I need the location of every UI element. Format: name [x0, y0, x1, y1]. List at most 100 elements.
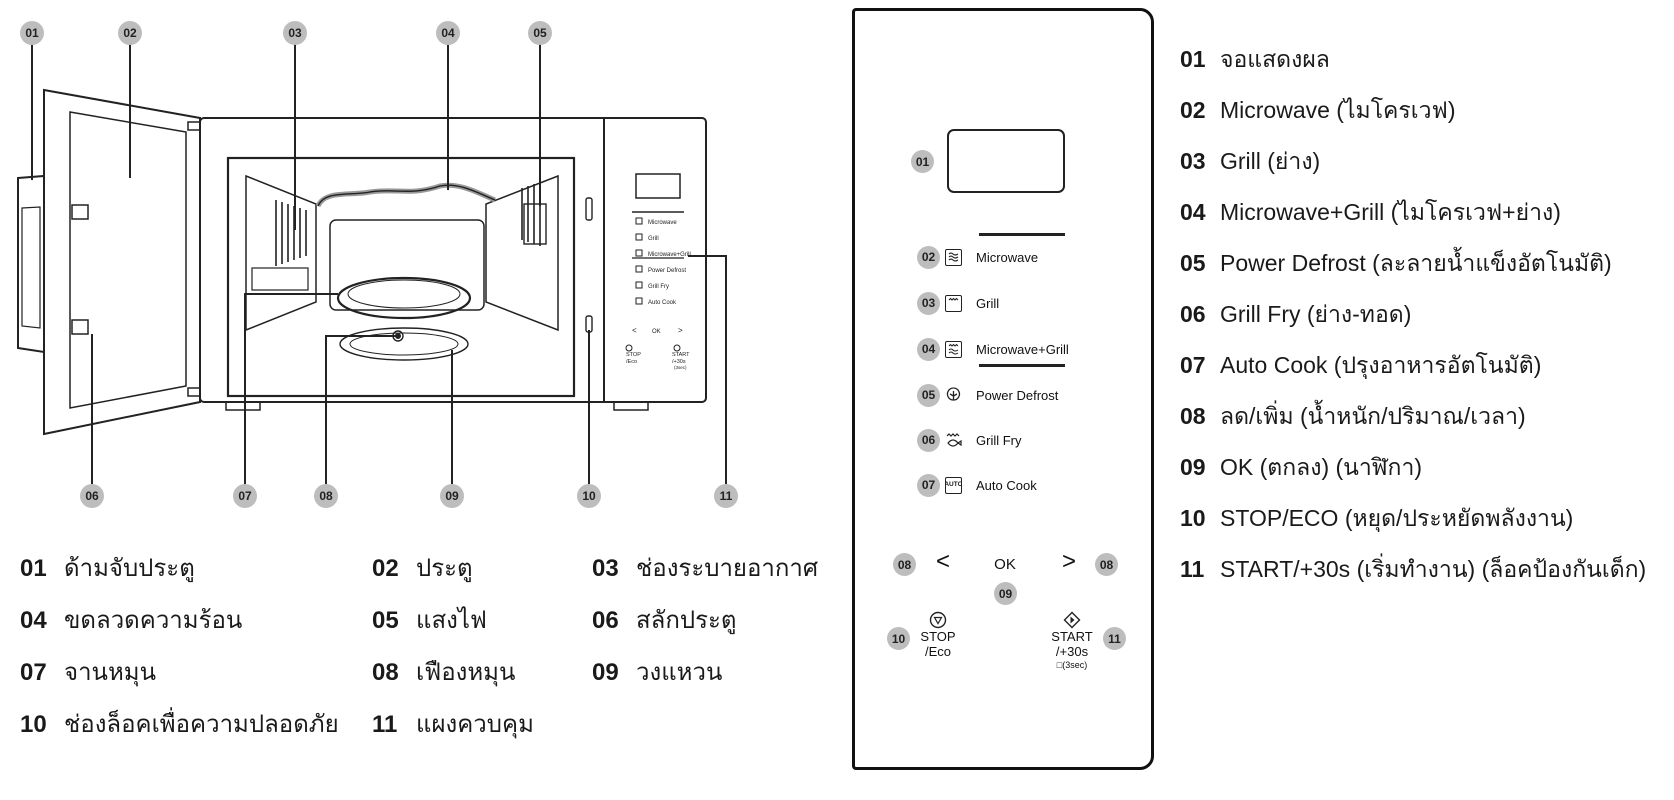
- controls-label: Power Defrost (ละลายน้ำแข็งอัตโนมัติ): [1220, 250, 1612, 276]
- ok-button[interactable]: OK: [994, 556, 1016, 573]
- button-label: Auto Cook: [976, 477, 1037, 493]
- eco-label: /Eco: [924, 644, 951, 659]
- mini-label-plus30: /+30s: [672, 359, 686, 365]
- controls-item: 03 Grill (ย่าง): [1180, 144, 1320, 180]
- microwave-waves-icon: [945, 248, 962, 266]
- button-badge: 05: [917, 383, 940, 407]
- display-screen: [947, 129, 1065, 193]
- panel-button-grill[interactable]: 03 Grill: [917, 291, 999, 315]
- legend-number: 10: [20, 711, 47, 738]
- controls-label: Microwave+Grill (ไมโครเวฟ+ย่าง): [1220, 199, 1561, 225]
- auto-cook-icon: AUTO: [945, 476, 962, 494]
- legend-item: 01 ด้ามจับประตู: [20, 548, 195, 587]
- control-panel: 01 02 Microwave 03 Grill 04 Microwave+Gr…: [852, 8, 1154, 770]
- controls-label: START/+30s (เริ่มทำงาน) (ล็อคป้องกันเด็ก…: [1220, 556, 1647, 582]
- legend-number: 08: [372, 659, 399, 686]
- microwave-grill-icon: [945, 340, 962, 358]
- legend-label: แผงควบคุม: [416, 711, 534, 738]
- callout-10: 10: [577, 484, 601, 508]
- start-label: START: [1051, 629, 1093, 644]
- button-badge: 06: [917, 428, 940, 452]
- controls-item: 10 STOP/ECO (หยุด/ประหยัดพลังงาน): [1180, 501, 1573, 537]
- controls-number: 07: [1180, 352, 1206, 378]
- controls-number: 10: [1180, 505, 1206, 531]
- leader-lines: [31, 44, 727, 484]
- callout-05: 05: [528, 21, 552, 45]
- panel-button-auto-cook[interactable]: 07 AUTO Auto Cook: [917, 473, 1037, 497]
- ok-badge: 09: [994, 582, 1017, 605]
- callout-11: 11: [714, 484, 738, 508]
- legend-label: ขดลวดความร้อน: [64, 607, 243, 634]
- callout-02: 02: [118, 21, 142, 45]
- legend-number: 01: [20, 555, 47, 582]
- grill-fry-icon: [945, 432, 962, 449]
- button-badge: 03: [917, 291, 940, 315]
- mini-label-start: START: [672, 352, 690, 358]
- controls-label: STOP/ECO (หยุด/ประหยัดพลังงาน): [1220, 505, 1574, 531]
- callout-06: 06: [80, 484, 104, 508]
- panel-button-microwave-grill[interactable]: 04 Microwave+Grill: [917, 337, 1069, 361]
- legend-item: 02 ประตู: [372, 548, 473, 587]
- plus30-label: /+30s: [1055, 644, 1089, 659]
- legend-number: 02: [372, 555, 399, 582]
- mini-label-stop: STOP: [626, 352, 641, 358]
- mini-label-auto-cook: Auto Cook: [648, 300, 677, 306]
- controls-number: 08: [1180, 403, 1206, 429]
- legend-item: 05 แสงไฟ: [372, 600, 487, 639]
- button-label: Grill Fry: [976, 432, 1022, 448]
- panel-button-grill-fry[interactable]: 06 Grill Fry: [917, 428, 1022, 452]
- panel-button-power-defrost[interactable]: 05 Power Defrost: [917, 383, 1058, 407]
- controls-number: 01: [1180, 46, 1206, 72]
- mini-label-eco: /Eco: [626, 359, 637, 365]
- nav-badge-right: 08: [1095, 553, 1118, 576]
- stop-badge: 10: [887, 627, 910, 650]
- mini-label-microwave: Microwave: [648, 220, 677, 226]
- controls-number: 03: [1180, 148, 1206, 174]
- start-badge: 11: [1103, 627, 1126, 650]
- stop-icon: [913, 611, 963, 629]
- door-drawing: [17, 88, 201, 436]
- callout-08: 08: [314, 484, 338, 508]
- button-badge: 02: [917, 245, 940, 269]
- start-button[interactable]: START /+30s □(3sec): [1047, 611, 1097, 671]
- lock-icon: □: [1056, 660, 1063, 670]
- controls-label: Microwave (ไมโครเวฟ): [1220, 97, 1456, 123]
- callout-07: 07: [233, 484, 257, 508]
- legend-label: แสงไฟ: [416, 607, 487, 634]
- mini-label-microwave-grill: Microwave+Grill: [648, 252, 691, 258]
- mini-label-grill-fry: Grill Fry: [648, 284, 669, 290]
- stop-eco-button[interactable]: STOP /Eco: [913, 611, 963, 659]
- legend-label: ด้ามจับประตู: [64, 555, 195, 582]
- mini-label-left-arrow: <: [632, 326, 637, 335]
- legend-number: 03: [592, 555, 619, 582]
- start-icon: [1047, 611, 1097, 629]
- button-label: Power Defrost: [976, 387, 1059, 403]
- legend-label: สลักประตู: [636, 607, 737, 634]
- legend-number: 05: [372, 607, 399, 634]
- microwave-diagram: Microwave Grill Microwave+Grill Power De…: [17, 44, 727, 484]
- nav-badge-left: 08: [893, 553, 916, 576]
- legend-label: ประตู: [416, 555, 473, 582]
- button-label: Microwave+Grill: [976, 341, 1069, 357]
- controls-number: 09: [1180, 454, 1206, 480]
- legend-number: 06: [592, 607, 619, 634]
- mini-label-ok: OK: [652, 329, 661, 335]
- left-arrow-button[interactable]: <: [935, 548, 950, 575]
- panel-button-microwave[interactable]: 02 Microwave: [917, 245, 1038, 269]
- button-label: Microwave: [976, 249, 1039, 265]
- controls-label: ลด/เพิ่ม (น้ำหนัก/ปริมาณ/เวลา): [1220, 403, 1526, 429]
- right-arrow-button[interactable]: >: [1061, 548, 1076, 575]
- child-lock-note: □(3sec): [1047, 659, 1097, 671]
- controls-number: 11: [1180, 556, 1205, 582]
- controls-label: Grill (ย่าง): [1220, 148, 1321, 174]
- callout-01: 01: [20, 21, 44, 45]
